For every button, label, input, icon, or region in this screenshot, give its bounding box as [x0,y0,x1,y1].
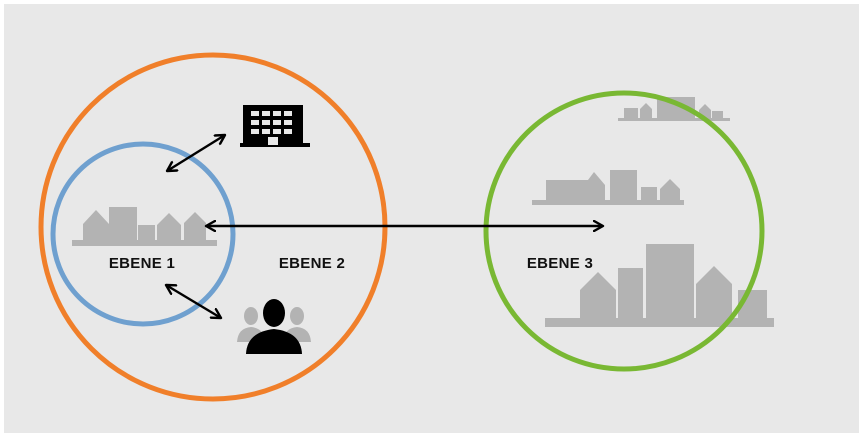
level2-label: EBENE 2 [279,255,345,272]
level1-label: EBENE 1 [109,255,175,272]
small-town-icon [72,207,217,246]
building-icon [240,105,310,147]
level3-label: EBENE 3 [527,255,593,272]
arrow-level1-people [166,285,221,318]
background-panel [4,4,859,433]
level1-ring [50,141,236,327]
city-medium-icon [532,170,684,205]
people-icon [237,299,311,354]
city-large-icon [545,244,774,327]
arrow-level1-building [167,135,225,171]
